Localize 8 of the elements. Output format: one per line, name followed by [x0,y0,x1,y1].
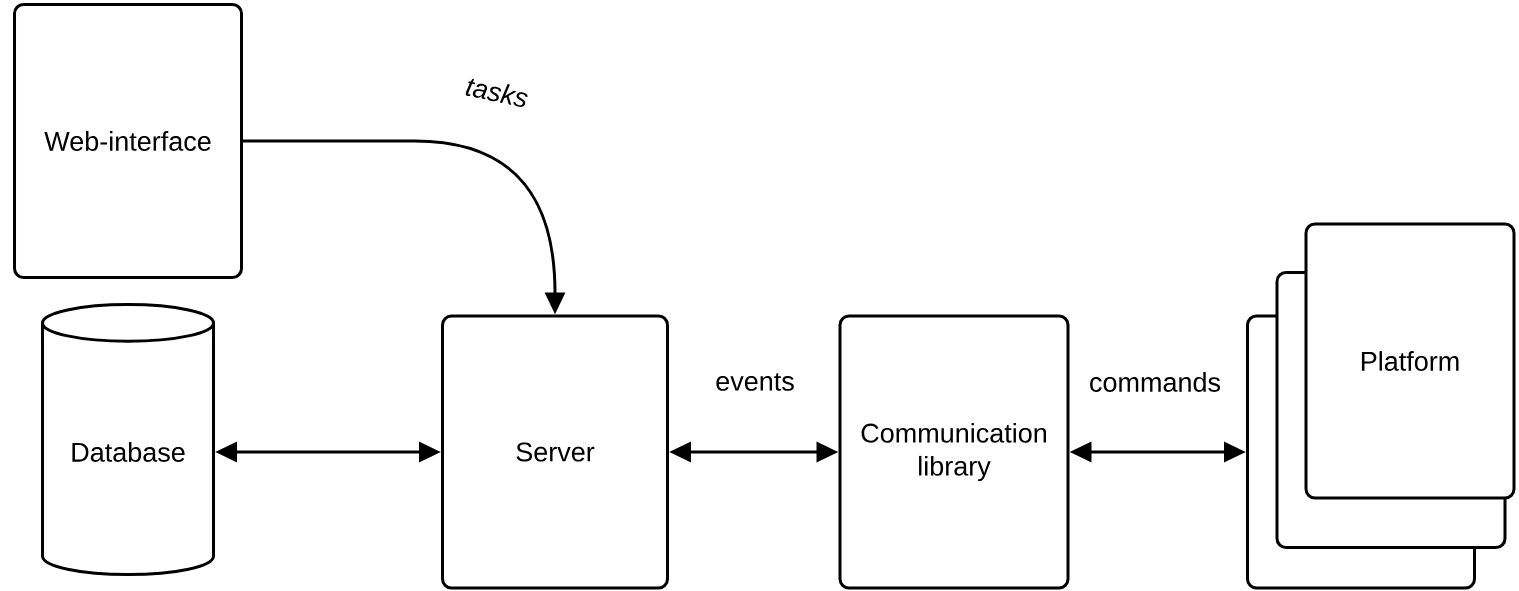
process-box: Server [441,314,669,590]
edge-label: events [713,371,797,393]
edge-label: tasks [461,73,533,111]
database-cylinder: Database [41,303,215,577]
process-box: Platform [1304,222,1516,500]
edge-label: commands [1087,370,1223,394]
process-box: Web-interface [13,3,243,279]
process-box: Communication library [838,314,1070,590]
